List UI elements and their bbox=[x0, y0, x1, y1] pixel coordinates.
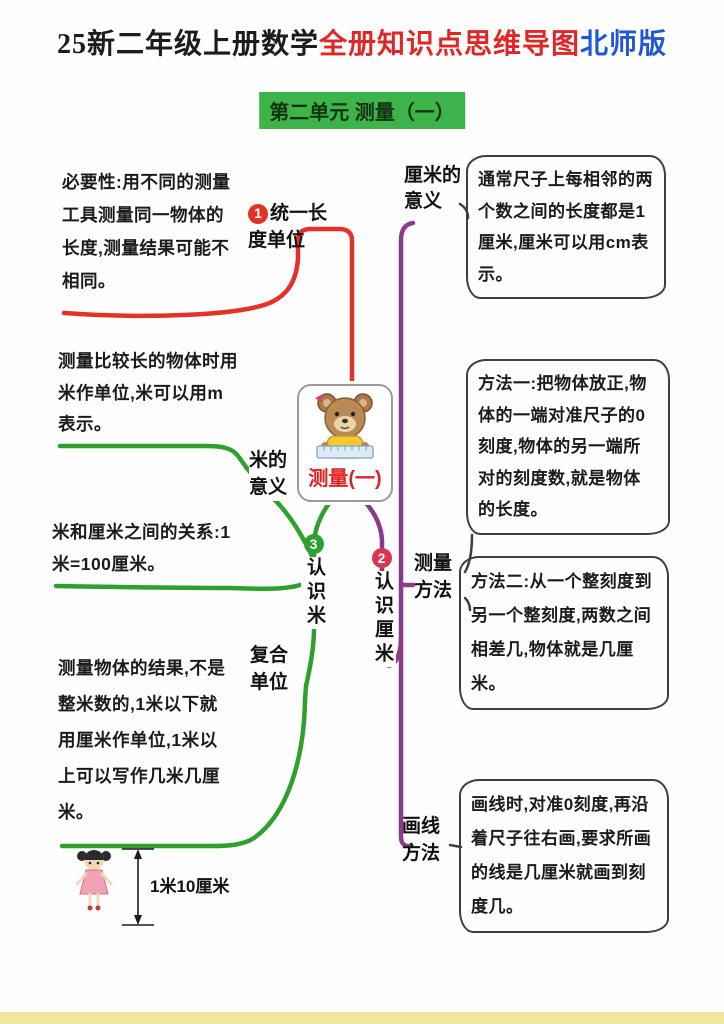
measure-method-label: 测量方法 bbox=[414, 553, 453, 601]
red-branch-line bbox=[61, 226, 355, 401]
bottom-strip bbox=[0, 1012, 724, 1024]
compound-unit-note: 测量物体的结果,不是整米数的,1米以下就用厘米作单位,1米以上可以写作几米几厘米… bbox=[58, 658, 226, 822]
title-segment-red: 全册知识点思维导图 bbox=[318, 29, 580, 60]
bear-mascot-icon bbox=[315, 393, 374, 459]
cm-meaning-label: 厘米的意义 bbox=[404, 165, 462, 212]
green-relation-line bbox=[53, 577, 315, 592]
title-segment-black: 25新二年级上册数学 bbox=[56, 29, 319, 60]
m-cm-relation-note: 米和厘米之间的关系:1米=100厘米。 bbox=[52, 522, 231, 574]
method1-box: 方法一:把物体放正,物体的一端对准尺子的0刻度,物体的另一端所对的刻度数,就是物… bbox=[466, 359, 670, 535]
branch2-number-badge: 2 bbox=[371, 548, 392, 568]
purple-spine-line bbox=[398, 220, 416, 849]
m-meaning-label: 米的意义 bbox=[249, 447, 295, 501]
title-segment-blue: 北师版 bbox=[580, 29, 668, 60]
branch2-label: 2 认识厘米 bbox=[369, 548, 396, 667]
branch1-number-badge: 1 bbox=[248, 203, 268, 224]
branch3-label-text: 认识米 bbox=[301, 557, 328, 629]
branch1-label-text: 统一长度单位 bbox=[248, 203, 328, 251]
stub-to-method2-box bbox=[463, 596, 472, 612]
cm-meaning-box: 通常尺子上每相邻的两个数之间的长度都是1厘米,厘米可以用cm表示。 bbox=[466, 155, 666, 299]
branch2-label-text: 认识厘米 bbox=[369, 571, 396, 667]
central-node: 测量(一) bbox=[297, 384, 393, 502]
branch3-number-badge: 3 bbox=[303, 534, 324, 554]
central-topic-label: 测量(一) bbox=[308, 468, 382, 490]
girl-height-value: 1米10厘米 bbox=[150, 877, 230, 896]
drawline-box: 画线时,对准0刻度,再沿着尺子往右画,要求所画的线是几厘米就画到刻度几。 bbox=[459, 779, 669, 933]
page-title: 25新二年级上册数学全册知识点思维导图北师版 bbox=[0, 22, 724, 62]
unit-badge: 第二单元 测量（一） bbox=[259, 92, 465, 129]
method2-box: 方法二:从一个整刻度到另一个整刻度,两数之间相差几,物体就是几厘米。 bbox=[459, 556, 669, 710]
girl-height-illustration bbox=[75, 848, 154, 926]
m-meaning-note: 测量比较长的物体时用米作单位,米可以用m表示。 bbox=[58, 351, 238, 434]
draw-method-label: 画线方法 bbox=[402, 816, 441, 864]
branch3-label: 3 认识米 bbox=[301, 534, 328, 629]
necessity-note: 必要性:用不同的测量工具测量同一物体的长度,测量结果可能不相同。 bbox=[62, 172, 231, 291]
compound-unit-label: 复合单位 bbox=[250, 642, 296, 696]
